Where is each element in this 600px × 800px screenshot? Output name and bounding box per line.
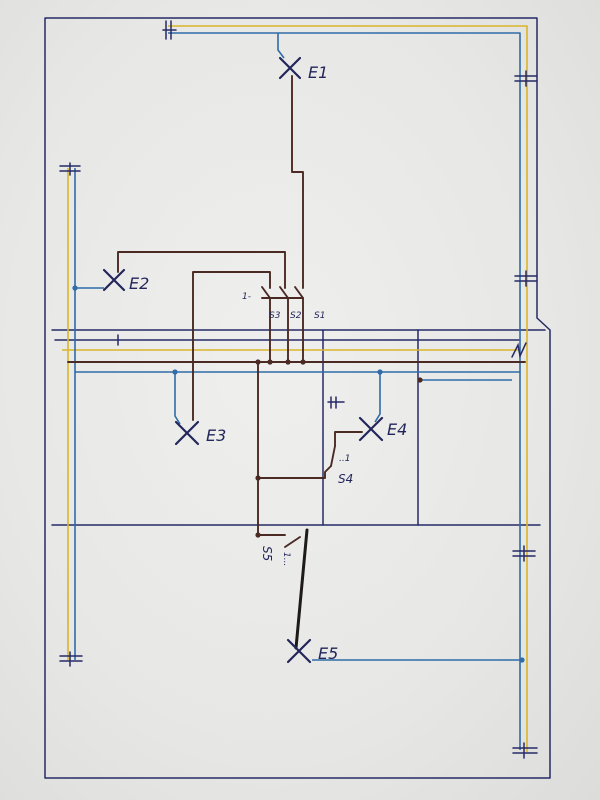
junction-dot (172, 369, 178, 375)
lamp-e3-label: E3 (206, 426, 226, 445)
switched-wire-e2 (117, 251, 286, 289)
switched-wire-e5 (294, 528, 309, 650)
lamp-e2-label: E2 (129, 274, 149, 293)
switch-s5-mark: 1... (281, 552, 291, 566)
lamp-e1-label: E1 (308, 63, 328, 82)
cable-markers (59, 20, 538, 759)
switch-s3-lever (261, 286, 271, 299)
junction-dot (72, 285, 78, 291)
cable-marker-icon (514, 270, 538, 287)
earth-wires (62, 25, 528, 752)
switch-s5-label: S5 (260, 546, 274, 561)
labels: E1 E2 E3 E4 E5 S3 S2 S1 S4 S5 1- ..1 1..… (129, 63, 407, 663)
cable-marker-icon (511, 342, 527, 359)
switches (261, 286, 336, 548)
lamp-e1-icon (278, 56, 302, 80)
switch-s4-mark: ..1 (339, 454, 350, 464)
neutral-feed-e3 (174, 372, 181, 425)
junction-dot (255, 532, 261, 538)
switch-s4-lever (330, 445, 336, 467)
junction-dot (300, 359, 306, 365)
junction-dot (255, 359, 261, 365)
lamp-e5-icon (286, 638, 312, 664)
cable-marker-icon (512, 742, 538, 759)
junction-dot (417, 377, 423, 383)
cable-marker-icon (59, 162, 81, 176)
neutral-feed-e4 (374, 372, 381, 423)
switch-bank-mark: 1- (242, 292, 251, 302)
cable-marker-icon (59, 651, 83, 667)
lamp-e3-icon (174, 420, 200, 446)
lamp-e4-label: E4 (387, 420, 407, 439)
switch-s5-lever (284, 536, 301, 548)
neutral-wire-perimeter (168, 32, 521, 750)
switched-wire-e4 (334, 431, 363, 447)
neutral-wires (74, 32, 522, 750)
switch-s2-label: S2 (290, 311, 302, 321)
cable-marker-icon (512, 545, 536, 562)
cable-marker-icon (327, 396, 345, 409)
floor-plan (44, 17, 551, 779)
lamps (102, 56, 384, 664)
switch-s1-label: S1 (314, 311, 325, 321)
lamp-e5-label: E5 (318, 644, 338, 663)
junction-dot (267, 359, 273, 365)
junctions (72, 285, 525, 663)
lamp-e4-icon (358, 416, 384, 442)
junction-dot (255, 475, 261, 481)
switch-s1-lever (294, 286, 304, 299)
feed-wire-s4 (257, 465, 332, 479)
outer-wall (44, 17, 551, 779)
switch-s2-lever (279, 286, 289, 299)
neutral-feed-e1 (277, 33, 285, 59)
earth-wire-perimeter (168, 25, 528, 752)
cable-marker-icon (162, 20, 177, 40)
junction-dot (377, 369, 383, 375)
lamp-e2-icon (102, 268, 126, 292)
junction-dot (519, 657, 525, 663)
cable-marker-icon (514, 70, 538, 87)
switched-wire-e3 (192, 271, 271, 421)
switch-s3-label: S3 (269, 311, 281, 321)
switched-wire-e1 (291, 75, 304, 289)
phase-wires (67, 75, 526, 650)
junction-dot (285, 359, 291, 365)
phase-central-riser (257, 361, 286, 536)
switch-s4-label: S4 (338, 472, 353, 486)
